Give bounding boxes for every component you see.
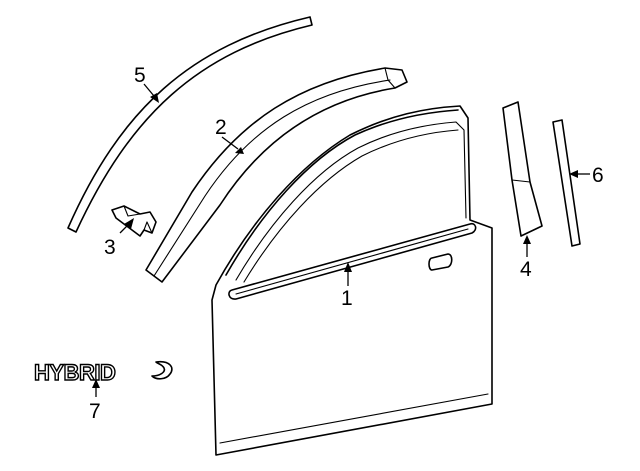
part-1-belt-molding	[228, 222, 477, 300]
callout-labels: 1 2 3 4 5 6 7	[89, 64, 604, 423]
emblem-swoosh-icon	[151, 360, 173, 380]
part-7-hybrid-emblem: HYBRID	[33, 359, 173, 386]
part-4-pillar-garnish	[502, 101, 543, 237]
callout-6: 6	[592, 164, 604, 187]
callout-7: 7	[89, 400, 101, 423]
callout-4: 4	[520, 258, 532, 281]
leader-lines	[92, 83, 590, 397]
part-1-door-shell	[211, 105, 493, 456]
part-2-frame-molding	[145, 67, 408, 283]
part-5-roof-molding	[67, 16, 313, 233]
part-3-clip	[111, 205, 157, 237]
callout-2: 2	[215, 116, 227, 139]
emblem-text: HYBRID	[34, 360, 115, 385]
callout-5: 5	[134, 64, 146, 87]
part-6-pillar-molding	[552, 119, 581, 247]
callout-1: 1	[341, 287, 353, 310]
callout-3: 3	[104, 236, 116, 259]
